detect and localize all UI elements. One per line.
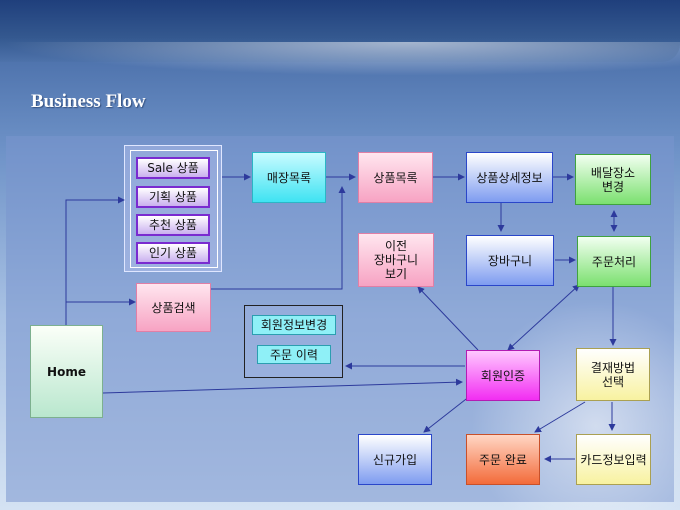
node-cart[interactable]: 장바구니 <box>466 235 554 286</box>
node-member-auth[interactable]: 회원인증 <box>466 350 540 401</box>
node-recommend-product[interactable]: 추천 상품 <box>136 214 210 236</box>
node-card-input[interactable]: 카드정보입력 <box>576 434 651 485</box>
slide-title: Business Flow <box>31 91 146 112</box>
node-previous-cart[interactable]: 이전 장바구니 보기 <box>358 233 434 287</box>
node-order-complete[interactable]: 주문 완료 <box>466 434 540 485</box>
slide-header-highlight <box>0 42 680 76</box>
node-signup[interactable]: 신규가입 <box>358 434 432 485</box>
node-product-search[interactable]: 상품검색 <box>136 283 211 332</box>
product-category-group-inner <box>130 150 218 268</box>
node-store-list[interactable]: 매장목록 <box>252 152 326 203</box>
node-delivery-change[interactable]: 배달장소 변경 <box>575 154 651 205</box>
node-home[interactable]: Home <box>30 325 103 418</box>
node-product-detail[interactable]: 상품상세정보 <box>466 152 553 203</box>
node-member-info-change[interactable]: 회원정보변경 <box>252 315 336 335</box>
node-sale-product[interactable]: Sale 상품 <box>136 157 210 179</box>
node-payment-select[interactable]: 결재방법 선택 <box>576 348 650 401</box>
node-order-history[interactable]: 주문 이력 <box>257 345 331 364</box>
node-order-process[interactable]: 주문처리 <box>577 236 651 287</box>
node-popular-product[interactable]: 인기 상품 <box>136 242 210 264</box>
node-product-list[interactable]: 상품목록 <box>358 152 433 203</box>
node-plan-product[interactable]: 기획 상품 <box>136 186 210 208</box>
